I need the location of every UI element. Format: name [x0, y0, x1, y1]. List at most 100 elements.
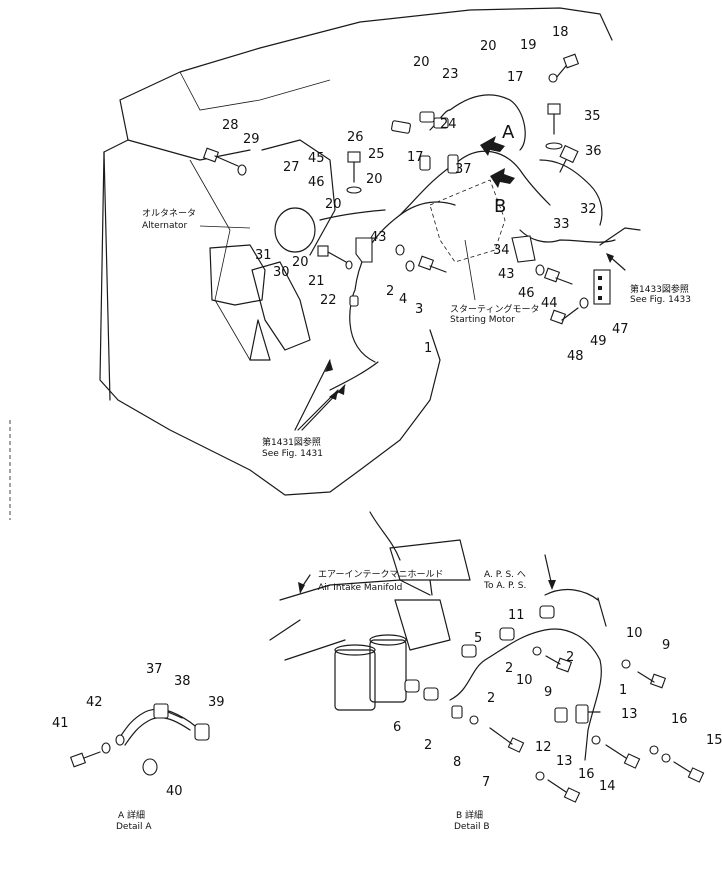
- starting-motor-outline: [429, 179, 506, 263]
- sensor-6b: [423, 687, 439, 701]
- callout: 21: [308, 274, 325, 289]
- callout: 29: [243, 132, 260, 147]
- callout: 32: [580, 202, 597, 217]
- callout: 2: [424, 738, 432, 753]
- callout: 15: [706, 733, 722, 748]
- callout: 20: [325, 197, 342, 212]
- detail-a-pipe: [117, 708, 201, 741]
- callout: 10: [626, 626, 643, 641]
- relay-47: [593, 269, 611, 305]
- air-intake-label-en: Air Intake Manifold: [318, 583, 402, 593]
- detail-b-label-jp: B 詳細: [456, 809, 483, 821]
- callout: 6: [393, 720, 401, 735]
- fig1431-label-en: See Fig. 1431: [262, 449, 323, 459]
- bolt-extra: [535, 771, 581, 803]
- bolt-7: [469, 715, 525, 753]
- callout: 38: [174, 674, 191, 689]
- aps-label-en: To A. P. S.: [483, 581, 526, 591]
- bolt-14: [591, 735, 641, 769]
- fig1431-label-jp: 第1431図参照: [262, 436, 321, 448]
- alternator-label-jp: オルタネータ: [142, 208, 196, 219]
- bolt-41: [69, 734, 125, 768]
- callout: 9: [544, 685, 552, 700]
- callout: 31: [255, 248, 272, 263]
- bolt-15: [649, 745, 705, 783]
- bolt-45: [346, 151, 362, 194]
- callout: 17: [507, 70, 524, 85]
- connector-36: [559, 144, 579, 173]
- callout: 20: [480, 39, 497, 54]
- detail-b-label-en: Detail B: [454, 822, 490, 832]
- callout: 40: [166, 784, 183, 799]
- bolt-28: [202, 147, 247, 176]
- connector-24: [419, 111, 449, 129]
- callout: 19: [520, 38, 537, 53]
- arrow-a: [480, 136, 505, 156]
- bolt-18: [548, 53, 580, 83]
- callout: 45: [308, 151, 325, 166]
- fig1431-leader: [294, 359, 346, 431]
- air-intake-label-jp: エアーインテークマニホールド: [318, 569, 443, 580]
- callout: 23: [442, 67, 459, 82]
- callout: 11: [508, 608, 525, 623]
- callout: 37: [455, 162, 472, 177]
- bracket-43: [355, 237, 373, 263]
- callout: 46: [518, 286, 535, 301]
- callout: 1: [424, 341, 432, 356]
- text-labels: オルタネータ Alternator スターティングモータ Starting Mo…: [116, 122, 691, 832]
- detail-b-view: [269, 511, 705, 803]
- connector-26: [391, 120, 411, 134]
- detail-a-label-jp: A 詳細: [118, 809, 145, 821]
- bolt-3: [395, 244, 447, 273]
- callout: 48: [567, 349, 584, 364]
- clamp-37: [419, 154, 459, 174]
- callout: 27: [283, 160, 300, 175]
- callout: 43: [498, 267, 515, 282]
- bolt-21: [317, 245, 353, 270]
- callout: 39: [208, 695, 225, 710]
- callout: 7: [482, 775, 490, 790]
- callout: 20: [292, 255, 309, 270]
- callout: 34: [493, 243, 510, 258]
- callout: 2: [505, 661, 513, 676]
- callout: 18: [552, 25, 569, 40]
- callout: 8: [453, 755, 461, 770]
- callout: 20: [366, 172, 383, 187]
- clip-12: [554, 704, 589, 724]
- callout-numbers: 18 19 20 20 23 17 35 24 28 29 26 25 17 3…: [52, 25, 722, 799]
- fig1433-label-en: See Fig. 1433: [630, 295, 691, 305]
- callout: 13: [621, 707, 638, 722]
- callout: 42: [86, 695, 103, 710]
- callout: 37: [146, 662, 163, 677]
- arrow-b: [490, 168, 515, 188]
- bolt-9a: [621, 659, 667, 689]
- callout: 28: [222, 118, 239, 133]
- bolt-48: [549, 297, 589, 325]
- bolt-38: [153, 703, 169, 719]
- callout: 17: [407, 150, 424, 165]
- callout: 30: [273, 265, 290, 280]
- callout: 25: [368, 147, 385, 162]
- sensor-11: [539, 605, 555, 619]
- alternator-body: [274, 207, 316, 253]
- callout: 24: [440, 117, 457, 132]
- starting-motor-label-jp: スターティングモータ: [450, 303, 539, 315]
- callout: 14: [599, 779, 616, 794]
- marker-b: B: [494, 196, 506, 217]
- bolt-44: [535, 264, 573, 285]
- callout: 44: [541, 296, 558, 311]
- callout: 4: [399, 292, 407, 307]
- callout: 47: [612, 322, 629, 337]
- callout: 16: [671, 712, 688, 727]
- clip-22: [349, 295, 359, 307]
- starting-motor-label-en: Starting Motor: [450, 315, 515, 325]
- callout: 10: [516, 673, 533, 688]
- callout: 22: [320, 293, 337, 308]
- fitting-39: [194, 723, 210, 741]
- bracket-34: [511, 235, 536, 263]
- callout: 1: [619, 683, 627, 698]
- fan-shroud: [209, 244, 266, 306]
- callout: 43: [370, 230, 387, 245]
- engine-block-outline: [99, 7, 613, 496]
